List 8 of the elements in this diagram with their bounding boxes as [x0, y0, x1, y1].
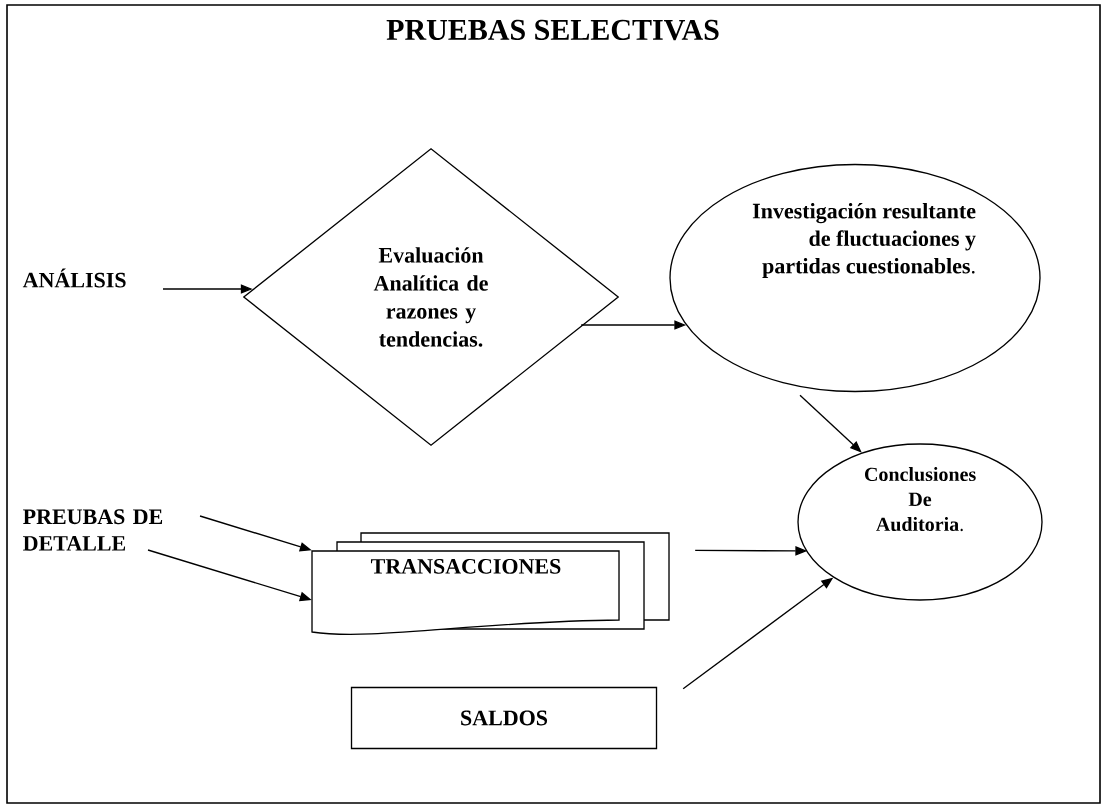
arrow	[799, 394, 862, 453]
process-box: SALDOS	[350, 686, 658, 750]
document-stack: TRANSACCIONES	[311, 532, 670, 635]
ellipse-node: Investigación resultante de fluctuaciones y partidas cuestionables.	[669, 163, 1041, 393]
ellipse-node: Conclusiones De Auditoria.	[797, 443, 1043, 601]
title: PRUEBAS SELECTIVAS	[386, 19, 719, 41]
side-label: PREUBAS DE DETALLE	[23, 509, 163, 551]
side-label: ANÁLISIS	[22, 268, 126, 288]
